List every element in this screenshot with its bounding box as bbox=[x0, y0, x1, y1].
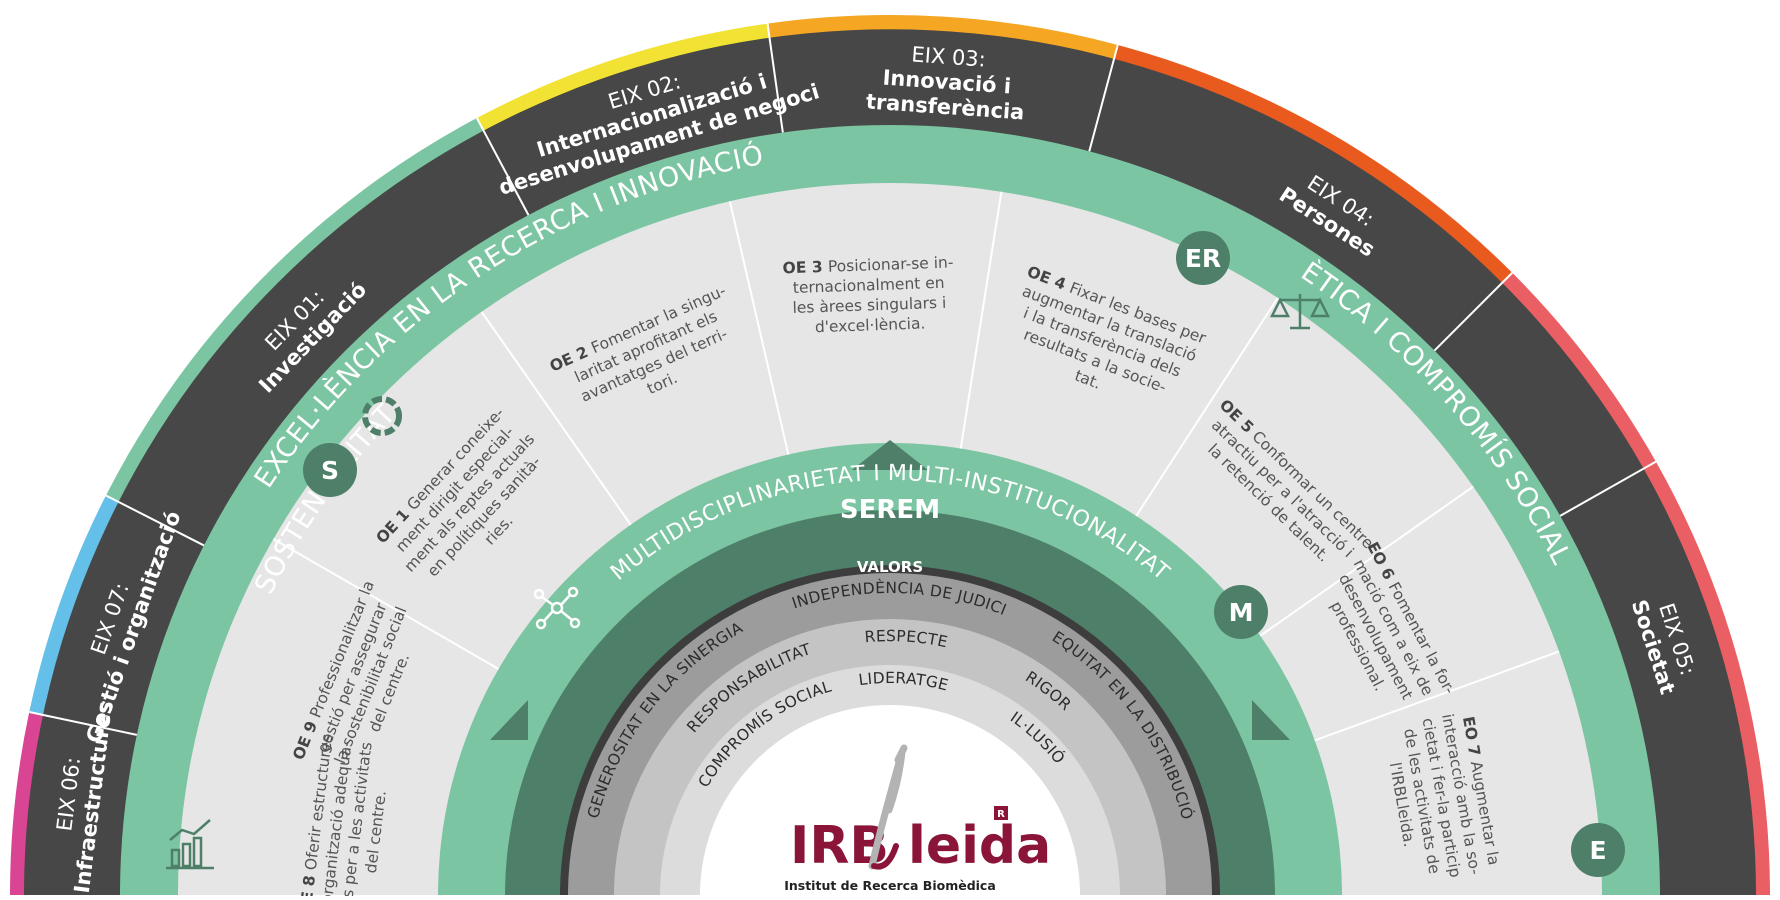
serem-arrow-top bbox=[852, 440, 928, 470]
divider-lines bbox=[29, 23, 1657, 742]
badge-e-label: E bbox=[1589, 836, 1606, 865]
badge-s-label: S bbox=[321, 456, 339, 485]
objective-line: les àrees singulars i bbox=[792, 294, 946, 317]
logo-leida-text: leida bbox=[908, 816, 1051, 876]
objective-divider-5 bbox=[1135, 297, 1279, 517]
logo-registered-letter: R bbox=[997, 809, 1005, 820]
objective-divider-2 bbox=[480, 311, 632, 526]
axis-divider-4 bbox=[766, 23, 784, 133]
objective-oe-3: OE 3 Posicionar-se in-ternacionalment en… bbox=[782, 253, 953, 336]
objective-divider-3 bbox=[728, 201, 790, 455]
badge-m-circle bbox=[1214, 585, 1268, 639]
badge-e-circle bbox=[1571, 823, 1625, 877]
objective-divider-7 bbox=[1314, 650, 1560, 742]
logo-bone-mark bbox=[868, 744, 908, 870]
badge-s-circle bbox=[303, 443, 357, 497]
badge-er-circle bbox=[1176, 231, 1230, 285]
objective-code: OE 3 bbox=[782, 258, 828, 278]
objective-divider-1 bbox=[272, 538, 500, 670]
irblleida-logo: IRB leida R Institut de Recerca Biomèdic… bbox=[784, 744, 1051, 893]
axis-eix-03-line-1: EIX 03: bbox=[911, 42, 987, 71]
badge-er: ER bbox=[1176, 231, 1230, 285]
objective-line: ternacionalment en bbox=[793, 274, 945, 297]
scales-icon bbox=[1269, 294, 1331, 330]
badge-er-label: ER bbox=[1185, 244, 1221, 273]
background-rings bbox=[10, 15, 1770, 896]
objective-line: d'excel·lència. bbox=[815, 314, 926, 336]
recycle-icon bbox=[362, 396, 402, 436]
objective-divider-6 bbox=[1259, 485, 1474, 637]
badge-e: E bbox=[1571, 823, 1625, 877]
valors-label: VALORS bbox=[857, 558, 923, 576]
objective-divider-4 bbox=[959, 191, 1003, 449]
objective-code: OE 8 bbox=[296, 869, 319, 896]
serem-arrow-right bbox=[1252, 700, 1290, 740]
axis-divider-1 bbox=[29, 711, 138, 736]
axis-divider-7 bbox=[1559, 460, 1657, 517]
badge-s: S bbox=[303, 443, 357, 497]
serem-label: SEREM bbox=[840, 495, 940, 525]
objective-text: Posicionar-se in- bbox=[828, 253, 954, 275]
axis-divider-6 bbox=[1433, 272, 1513, 352]
pillar-icons bbox=[166, 294, 1331, 870]
axis-divider-5 bbox=[1088, 44, 1119, 152]
logo-subtitle: Institut de Recerca Biomèdica bbox=[784, 878, 996, 893]
badge-m: M bbox=[1214, 585, 1268, 639]
axis-divider-3 bbox=[475, 117, 530, 216]
growth-chart-icon bbox=[166, 819, 214, 870]
objective-line: OE 3 Posicionar-se in- bbox=[782, 253, 953, 277]
serem-arrow-left bbox=[490, 700, 528, 740]
network-icon bbox=[533, 586, 581, 630]
badge-m-label: M bbox=[1229, 598, 1254, 627]
logo-l-stroke bbox=[871, 843, 899, 870]
logo-registered-mark bbox=[994, 806, 1008, 820]
pillar-badges: ER S M E bbox=[303, 231, 1625, 877]
axis-divider-2 bbox=[105, 494, 205, 547]
